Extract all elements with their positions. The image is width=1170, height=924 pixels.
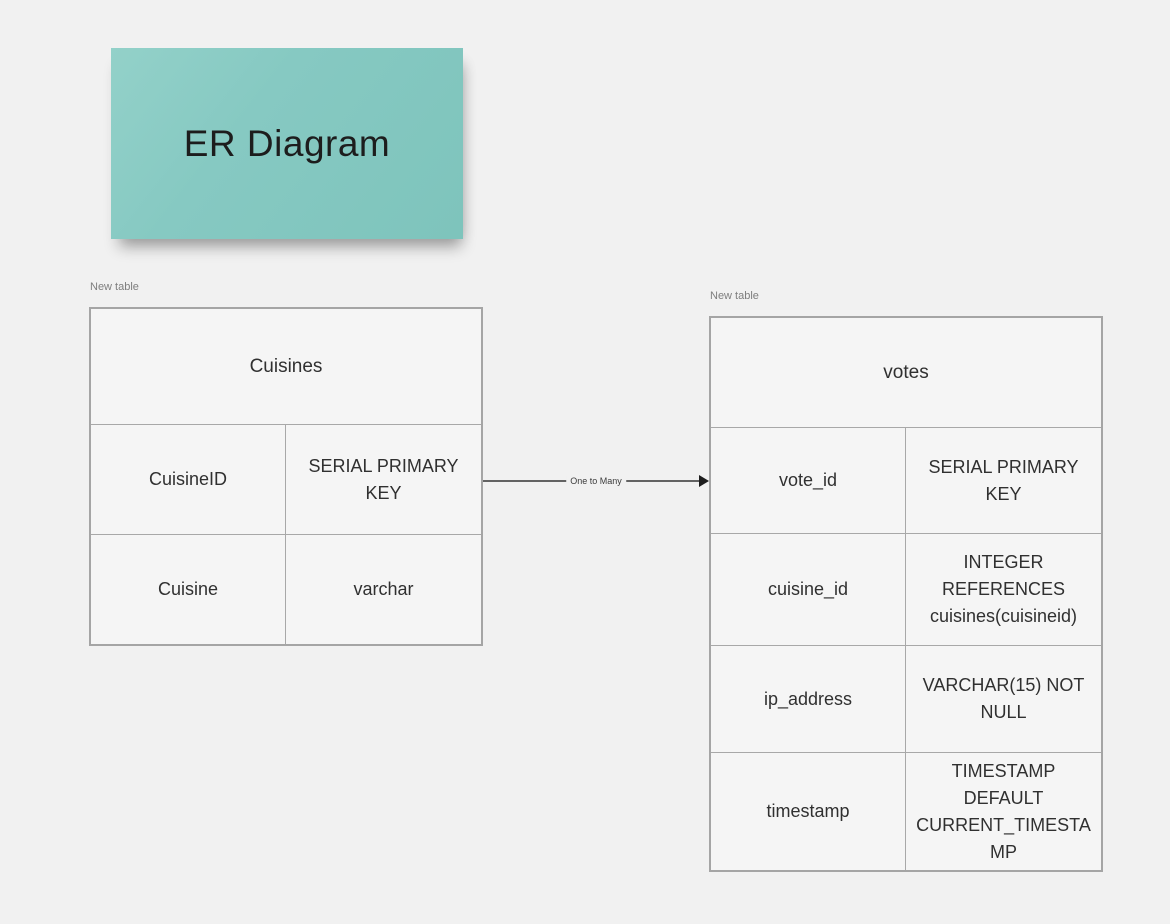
table-row: CuisineID SERIAL PRIMARY KEY xyxy=(91,425,481,535)
field-cell[interactable]: timestamp xyxy=(711,753,906,870)
table-node-votes[interactable]: votes vote_id SERIAL PRIMARY KEY cuisine… xyxy=(709,316,1103,872)
sticky-note-title: ER Diagram xyxy=(183,122,391,164)
field-name: timestamp xyxy=(766,801,850,821)
relationship-connector[interactable]: One to Many xyxy=(483,473,709,489)
field-name: CuisineID xyxy=(148,469,228,489)
table-header-votes[interactable]: votes xyxy=(711,318,1101,428)
field-type: SERIAL PRIMARY KEY xyxy=(928,456,1079,504)
field-name: ip_address xyxy=(763,688,853,709)
table-row: timestamp TIMESTAMP DEFAULT CURRENT_TIME… xyxy=(711,753,1101,870)
type-cell[interactable]: TIMESTAMP DEFAULT CURRENT_TIMESTAMP xyxy=(906,753,1101,870)
field-type: varchar xyxy=(353,579,414,599)
field-cell[interactable]: ip_address xyxy=(711,646,906,752)
new-table-badge-votes: New table xyxy=(710,290,759,302)
field-type: VARCHAR(15) NOT NULL xyxy=(922,675,1085,722)
field-cell[interactable]: cuisine_id xyxy=(711,534,906,645)
type-cell[interactable]: INTEGER REFERENCES cuisines(cuisineid) xyxy=(906,534,1101,645)
table-row: cuisine_id INTEGER REFERENCES cuisines(c… xyxy=(711,534,1101,646)
table-name: votes xyxy=(883,361,929,383)
table-node-cuisines[interactable]: Cuisines CuisineID SERIAL PRIMARY KEY Cu… xyxy=(89,307,483,646)
field-name: vote_id xyxy=(778,470,838,490)
table-row: vote_id SERIAL PRIMARY KEY xyxy=(711,428,1101,534)
field-type: TIMESTAMP DEFAULT CURRENT_TIMESTAMP xyxy=(916,760,1091,862)
type-cell[interactable]: SERIAL PRIMARY KEY xyxy=(906,428,1101,533)
arrowhead-icon xyxy=(699,475,709,487)
relationship-label: One to Many xyxy=(566,476,626,486)
field-name: Cuisine xyxy=(157,579,219,599)
table-name: Cuisines xyxy=(249,355,323,377)
field-type: SERIAL PRIMARY KEY xyxy=(308,455,459,503)
field-cell[interactable]: CuisineID xyxy=(91,425,286,534)
type-cell[interactable]: varchar xyxy=(286,535,481,644)
type-cell[interactable]: SERIAL PRIMARY KEY xyxy=(286,425,481,534)
field-cell[interactable]: Cuisine xyxy=(91,535,286,644)
type-cell[interactable]: VARCHAR(15) NOT NULL xyxy=(906,646,1101,752)
sticky-note[interactable]: ER Diagram xyxy=(111,48,463,239)
field-name: cuisine_id xyxy=(767,579,849,599)
field-type: INTEGER REFERENCES cuisines(cuisineid) xyxy=(929,552,1078,626)
field-cell[interactable]: vote_id xyxy=(711,428,906,533)
table-row: Cuisine varchar xyxy=(91,535,481,644)
table-row: ip_address VARCHAR(15) NOT NULL xyxy=(711,646,1101,753)
table-header-cuisines[interactable]: Cuisines xyxy=(91,309,481,425)
new-table-badge-cuisines: New table xyxy=(90,281,139,293)
